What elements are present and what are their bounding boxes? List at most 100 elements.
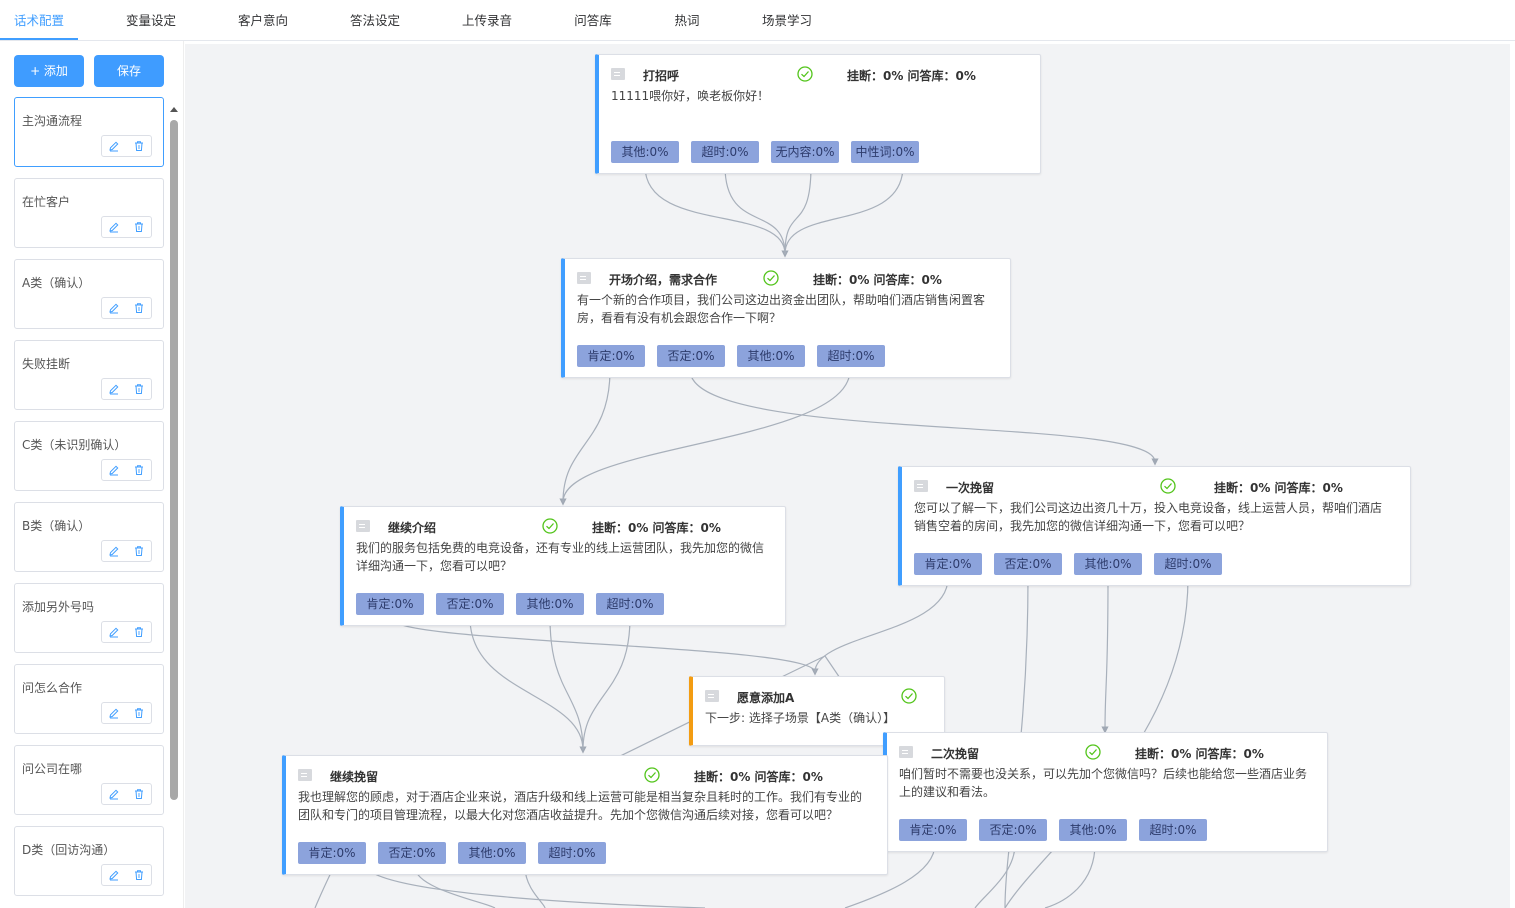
edit-icon[interactable] xyxy=(102,460,127,480)
flow-item[interactable]: 在忙客户 xyxy=(14,178,164,248)
flow-item-label: 失败挂断 xyxy=(22,357,71,371)
flow-item-label: 问公司在哪 xyxy=(22,762,83,776)
flow-item-label: D类（回访沟通） xyxy=(22,843,116,857)
tab-qa-library[interactable]: 问答库 xyxy=(574,13,612,28)
flow-item-actions xyxy=(101,135,152,157)
branch-tag[interactable]: 无内容:0% xyxy=(771,141,839,163)
branch-tag[interactable]: 其他:0% xyxy=(611,141,679,163)
branch-tag[interactable]: 其他:0% xyxy=(458,842,526,864)
edit-icon[interactable] xyxy=(102,379,127,399)
branch-tag[interactable]: 肯定:0% xyxy=(914,553,982,575)
node-retain-2[interactable]: 二次挽留挂断：0% 问答库：0%咱们暂时不需要也没关系，可以先加个您微信吗？后续… xyxy=(883,732,1328,852)
node-stats: 挂断：0% 问答库：0% xyxy=(1135,747,1264,761)
edit-icon[interactable] xyxy=(102,703,127,723)
flow-item-label: 主沟通流程 xyxy=(22,114,83,128)
flow-item[interactable]: 失败挂断 xyxy=(14,340,164,410)
delete-icon[interactable] xyxy=(127,379,152,399)
document-icon xyxy=(577,272,591,284)
document-icon xyxy=(899,746,913,758)
flow-item-actions xyxy=(101,621,152,643)
branch-tag[interactable]: 否定:0% xyxy=(979,819,1047,841)
node-title: 二次挽留 xyxy=(931,747,980,761)
flow-item[interactable]: C类（未识别确认） xyxy=(14,421,164,491)
flow-canvas[interactable]: 打招呼挂断：0% 问答库：0%11111喂你好，唤老板你好！其他:0%超时:0%… xyxy=(185,44,1510,908)
branch-tag[interactable]: 超时:0% xyxy=(596,593,664,615)
branch-tag[interactable]: 超时:0% xyxy=(1154,553,1222,575)
tab-customer-intent[interactable]: 客户意向 xyxy=(237,13,288,28)
node-header: 一次挽留挂断：0% 问答库：0% xyxy=(914,478,1400,495)
flow-item[interactable]: 主沟通流程 xyxy=(14,97,164,167)
flow-item[interactable]: 问公司在哪 xyxy=(14,745,164,815)
flow-item[interactable]: 添加另外号吗 xyxy=(14,583,164,653)
branch-tag[interactable]: 中性词:0% xyxy=(851,141,919,163)
branch-tag[interactable]: 肯定:0% xyxy=(356,593,424,615)
tab-answer-settings[interactable]: 答法设定 xyxy=(349,13,400,28)
delete-icon[interactable] xyxy=(127,703,152,723)
edit-icon[interactable] xyxy=(102,784,127,804)
branch-tag[interactable]: 否定:0% xyxy=(657,345,725,367)
delete-icon[interactable] xyxy=(127,217,152,237)
node-greeting[interactable]: 打招呼挂断：0% 问答库：0%11111喂你好，唤老板你好！其他:0%超时:0%… xyxy=(595,54,1041,174)
delete-icon[interactable] xyxy=(127,136,152,156)
delete-icon[interactable] xyxy=(127,622,152,642)
sidebar-scrollbar-thumb[interactable] xyxy=(170,120,178,800)
node-header: 继续挽留 挂断：0% 问答库：0% xyxy=(298,767,877,786)
delete-icon[interactable] xyxy=(127,460,152,480)
save-button[interactable]: 保存 xyxy=(94,55,164,87)
add-button[interactable]: + 添加 xyxy=(14,55,84,87)
tab-upload-recording[interactable]: 上传录音 xyxy=(461,13,512,28)
branch-tag[interactable]: 其他:0% xyxy=(1074,553,1142,575)
branch-tag[interactable]: 其他:0% xyxy=(737,345,805,367)
branch-tag[interactable]: 超时:0% xyxy=(538,842,606,864)
flow-item-actions xyxy=(101,216,152,238)
edit-icon[interactable] xyxy=(102,622,127,642)
scroll-up-arrow-icon[interactable] xyxy=(170,107,178,112)
edit-icon[interactable] xyxy=(102,136,127,156)
delete-icon[interactable] xyxy=(127,865,152,885)
tab-script-config[interactable]: 话术配置 xyxy=(0,0,78,40)
node-stats: 挂断：0% 问答库：0% xyxy=(813,273,942,287)
branch-tag[interactable]: 否定:0% xyxy=(378,842,446,864)
flow-item[interactable]: B类（确认） xyxy=(14,502,164,572)
node-stats: 挂断：0% 问答库：0% xyxy=(694,770,823,784)
node-continue-intro[interactable]: 继续介绍挂断：0% 问答库：0%我们的服务包括免费的电竞设备，还有专业的线上运营… xyxy=(340,506,786,626)
edit-icon[interactable] xyxy=(102,541,127,561)
node-header: 二次挽留 挂断：0% 问答库：0% xyxy=(899,744,1317,763)
flow-item[interactable]: 问怎么合作 xyxy=(14,664,164,734)
flow-item[interactable]: D类（回访沟通） xyxy=(14,826,164,896)
check-circle-icon xyxy=(644,767,660,786)
delete-icon[interactable] xyxy=(127,298,152,318)
document-icon xyxy=(356,520,370,532)
delete-icon[interactable] xyxy=(127,784,152,804)
flow-item[interactable]: A类（确认） xyxy=(14,259,164,329)
branch-tag[interactable]: 超时:0% xyxy=(1139,819,1207,841)
edit-icon[interactable] xyxy=(102,298,127,318)
top-tab-bar: 话术配置 变量设定 客户意向 答法设定 上传录音 问答库 热词 场景学习 xyxy=(0,0,1515,41)
branch-tag[interactable]: 肯定:0% xyxy=(577,345,645,367)
node-continue-retain[interactable]: 继续挽留 挂断：0% 问答库：0% 我也理解您的顾虑，对于酒店企业来说，酒店升级和线… xyxy=(282,755,888,875)
branch-tag[interactable]: 超时:0% xyxy=(691,141,759,163)
document-icon xyxy=(611,68,625,80)
edit-icon[interactable] xyxy=(102,217,127,237)
tab-scene-learning[interactable]: 场景学习 xyxy=(761,13,812,28)
branch-tag[interactable]: 其他:0% xyxy=(516,593,584,615)
node-intro[interactable]: 开场介绍，需求合作挂断：0% 问答库：0%有一个新的合作项目，我们公司这边出资金… xyxy=(561,258,1011,378)
tab-variable-settings[interactable]: 变量设定 xyxy=(125,13,176,28)
node-branch-tags: 肯定:0% 否定:0% 其他:0% 超时:0% xyxy=(914,553,1222,575)
node-retain-1[interactable]: 一次挽留挂断：0% 问答库：0%您可以了解一下，我们公司这边出资几十万，投入电竞… xyxy=(898,466,1411,586)
node-script-text: 我也理解您的顾虑，对于酒店企业来说，酒店升级和线上运营可能是相当复杂且耗时的工作… xyxy=(298,790,863,822)
branch-tag[interactable]: 超时:0% xyxy=(817,345,885,367)
node-branch-tags: 肯定:0% 否定:0% 其他:0% 超时:0% xyxy=(899,819,1207,841)
node-title: 继续挽留 xyxy=(330,770,379,784)
branch-tag[interactable]: 否定:0% xyxy=(436,593,504,615)
delete-icon[interactable] xyxy=(127,541,152,561)
branch-tag[interactable]: 其他:0% xyxy=(1059,819,1127,841)
branch-tag[interactable]: 否定:0% xyxy=(994,553,1062,575)
edit-icon[interactable] xyxy=(102,865,127,885)
branch-tag[interactable]: 肯定:0% xyxy=(298,842,366,864)
check-circle-icon xyxy=(1085,744,1101,763)
tab-hot-words[interactable]: 热词 xyxy=(674,13,700,28)
node-script-text: 下一步: 选择子场景【A类（确认）】 xyxy=(705,711,896,725)
branch-tag[interactable]: 肯定:0% xyxy=(899,819,967,841)
